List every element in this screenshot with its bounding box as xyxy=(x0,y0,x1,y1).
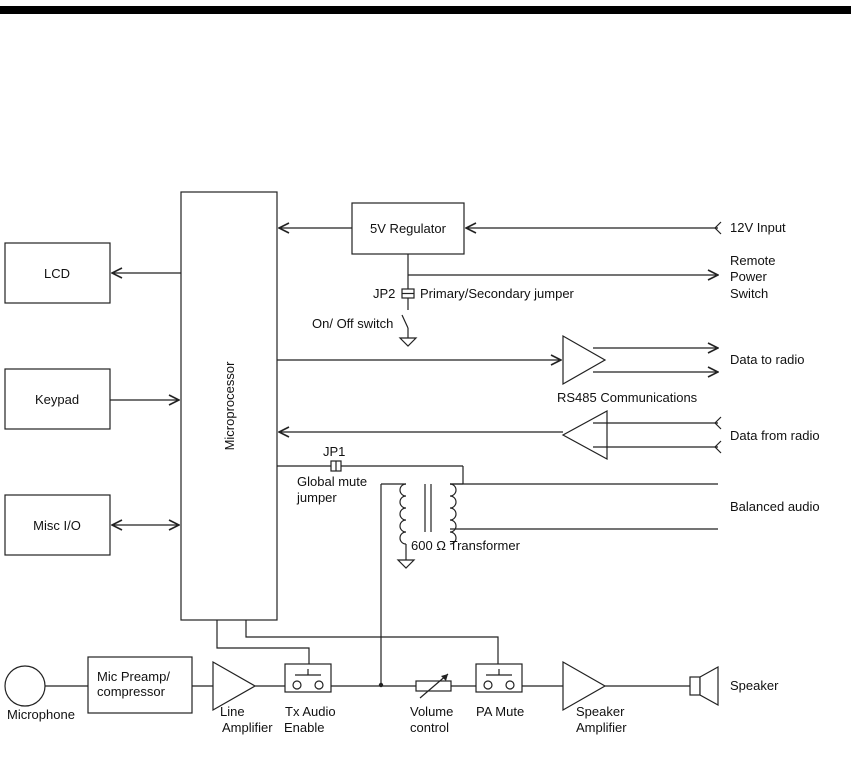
keypad-block xyxy=(4,368,111,430)
keypad-label: Keypad xyxy=(35,392,79,407)
line-amp-line2: Amplifier xyxy=(222,720,273,735)
input-12v-label: 12V Input xyxy=(730,220,786,235)
misc-io-block xyxy=(4,494,111,556)
speaker-label: Speaker xyxy=(730,678,779,693)
micro-to-pa-mute xyxy=(245,620,499,664)
misc-io-label: Misc I/O xyxy=(33,518,81,533)
switch-blade xyxy=(401,314,409,329)
tx-audio-line1: Tx Audio xyxy=(285,704,336,719)
lcd-label: LCD xyxy=(44,266,70,281)
speaker-amplifier-icon xyxy=(562,660,607,712)
remote-line1: Remote xyxy=(730,253,776,268)
mic-preamp-block xyxy=(87,656,193,714)
jp1-label: JP1 xyxy=(323,444,345,459)
microphone-icon xyxy=(4,665,46,707)
speaker-amp-line2: Amplifier xyxy=(576,720,627,735)
rs485-tx-buffer xyxy=(562,334,607,386)
jp2-desc: Primary/Secondary jumper xyxy=(420,286,575,301)
pa-mute-label: PA Mute xyxy=(476,704,524,719)
volume-line2: control xyxy=(410,720,449,735)
balanced-audio-label: Balanced audio xyxy=(730,499,820,514)
data-from-radio-label: Data from radio xyxy=(730,428,820,443)
regulator-label: 5V Regulator xyxy=(370,221,447,236)
input-12v-symbol xyxy=(714,221,722,235)
on-off-label: On/ Off switch xyxy=(312,316,393,331)
jp2-label: JP2 xyxy=(373,286,395,301)
mic-preamp-line2: compressor xyxy=(97,684,166,699)
header-rule xyxy=(0,6,851,14)
microphone-label: Microphone xyxy=(7,707,75,722)
data-to-radio-label: Data to radio xyxy=(730,352,804,367)
speaker-amp-line1: Speaker xyxy=(576,704,625,719)
global-mute-line2: jumper xyxy=(296,490,337,505)
tx-audio-switch-icon xyxy=(284,663,332,693)
data-from-radio-symbol-2 xyxy=(714,440,722,454)
data-from-radio-symbol-1 xyxy=(714,416,722,430)
global-mute-line1: Global mute xyxy=(297,474,367,489)
transformer-label: 600 Ω Transformer xyxy=(411,538,521,553)
remote-line3: Switch xyxy=(730,286,768,301)
microprocessor-block xyxy=(180,191,278,621)
transformer-icon xyxy=(399,483,457,545)
volume-control-icon xyxy=(415,673,452,699)
tx-audio-line2: Enable xyxy=(284,720,324,735)
microprocessor-label: Microprocessor xyxy=(222,361,237,451)
volume-line1: Volume xyxy=(410,704,453,719)
transformer-ground-icon xyxy=(396,559,416,569)
pa-mute-switch-icon xyxy=(475,663,523,693)
line-amplifier-icon xyxy=(212,660,257,712)
micro-to-tx-enable xyxy=(216,620,310,664)
rs485-rx-buffer xyxy=(561,409,608,461)
speaker-icon xyxy=(689,665,719,707)
line-amp-line1: Line xyxy=(220,704,245,719)
mic-preamp-line1: Mic Preamp/ xyxy=(97,669,170,684)
rs485-label: RS485 Communications xyxy=(557,390,698,405)
lcd-block xyxy=(4,242,111,304)
remote-line2: Power xyxy=(730,269,768,284)
switch-ground-icon xyxy=(398,337,418,347)
